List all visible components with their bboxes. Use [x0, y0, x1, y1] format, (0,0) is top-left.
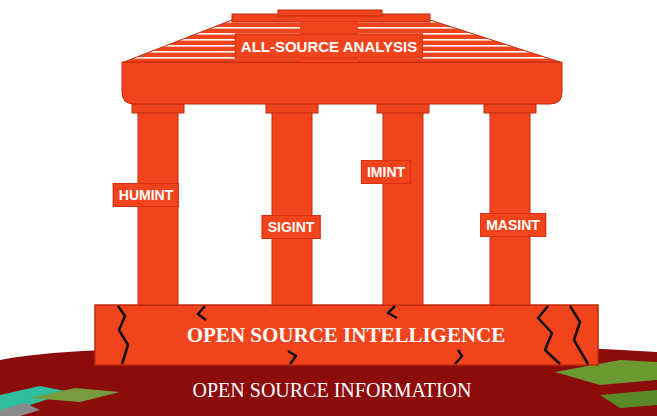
column-label: HUMINT [113, 183, 179, 207]
column-label: MASINT [480, 213, 546, 237]
foundation-band: OPEN SOURCE INTELLIGENCE [181, 321, 512, 350]
node-text: ALL-SOURCE ANALYSIS [241, 38, 417, 55]
node-text: SIGINT [268, 219, 315, 235]
node-text: OPEN SOURCE INTELLIGENCE [187, 323, 506, 348]
node-text: IMINT [367, 164, 405, 180]
roof-label: ALL-SOURCE ANALYSIS [235, 34, 423, 59]
node-text: MASINT [486, 217, 540, 233]
ground-band: OPEN SOURCE INFORMATION [187, 377, 478, 404]
node-text: OPEN SOURCE INFORMATION [193, 379, 472, 402]
column-label: SIGINT [262, 215, 321, 239]
node-text: HUMINT [119, 187, 173, 203]
column-label: IMINT [361, 160, 411, 184]
